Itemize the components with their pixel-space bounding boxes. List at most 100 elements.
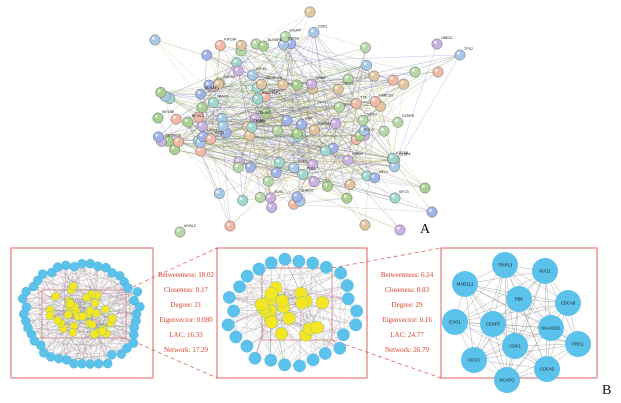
network-node [389, 192, 401, 204]
subnetwork-medium [221, 252, 364, 373]
hub-node [534, 356, 560, 382]
node-label: POLQ [364, 128, 374, 132]
node-label: PRC1 [165, 133, 175, 137]
peripheral-node [340, 279, 354, 292]
network-node [308, 26, 320, 38]
core-node [264, 315, 278, 329]
panel-label-b: B [602, 383, 612, 398]
network-node [266, 202, 278, 213]
hub-node [492, 252, 518, 278]
hub-node [502, 333, 528, 359]
peripheral-node [129, 330, 139, 340]
hub-node-label: CENPF [486, 322, 501, 327]
peripheral-node [264, 353, 278, 367]
network-node [213, 188, 225, 200]
stat-network: Network: 26.79 [385, 346, 429, 354]
node-label: CENPF [399, 152, 412, 156]
core-node [315, 295, 330, 310]
network-node [419, 182, 431, 194]
hub-node [461, 347, 487, 373]
core-node [274, 327, 289, 341]
hub-node-label: NCAPG [499, 378, 515, 383]
peripheral-node [128, 338, 139, 348]
network-node [149, 34, 161, 46]
peripheral-node [129, 295, 139, 306]
stat-degree: Degree: 21 [170, 301, 202, 309]
core-node [254, 297, 268, 312]
node-label: RRM2 [316, 76, 326, 80]
hub-node-label: KIF11 [539, 269, 551, 274]
peripheral-node [132, 286, 143, 297]
stat-lac: LAC: 24.77 [390, 331, 424, 339]
network-node [205, 133, 217, 145]
network-node [224, 220, 236, 232]
core-node [65, 299, 75, 309]
hub-node-label: MAD2L1 [457, 282, 474, 287]
network-node [246, 121, 258, 133]
stats-right: Betweenness: 6.24 Closeness: 0.83 Degree… [378, 268, 436, 358]
network-node [304, 6, 316, 18]
node-label: AURKA [223, 75, 236, 79]
network-node [273, 157, 285, 169]
network-node [342, 154, 354, 166]
network-node [237, 194, 249, 206]
stat-betweenness: Betweenness: 18.02 [158, 271, 214, 279]
subnetwork-large [17, 258, 145, 369]
network-node [369, 95, 381, 107]
stat-eigenvector: Eigenvector: 0.16 [382, 316, 432, 324]
peripheral-node [93, 261, 103, 272]
hub-node-label: CDC45 [540, 367, 555, 372]
core-node [282, 311, 296, 325]
peripheral-node [292, 254, 306, 268]
node-label: MELK [379, 170, 389, 174]
peripheral-node [319, 260, 333, 274]
node-label: MYBL2 [184, 224, 196, 228]
peripheral-node [21, 302, 32, 312]
hub-node-label: CDCA8 [561, 301, 576, 306]
node-label: NEURL1B [265, 76, 282, 80]
network-node [306, 78, 317, 90]
node-label: MYBL2 [192, 114, 204, 118]
node-label: KIF18B [396, 151, 409, 155]
stat-betweenness: Betweenness: 6.24 [380, 271, 434, 279]
peripheral-node [61, 355, 72, 365]
hub-node [452, 271, 478, 297]
stats-left: Betweenness: 18.02 Closeness: 0.17 Degre… [158, 268, 214, 358]
peripheral-node [278, 252, 292, 266]
node-label: SHMT2 [301, 189, 313, 193]
network-node [271, 124, 283, 136]
node-label: SGO2 [298, 160, 308, 164]
network-node [378, 125, 390, 137]
network-node [368, 70, 380, 82]
node-label: CDK1 [318, 24, 328, 28]
node-label: KIF20A [224, 37, 237, 41]
core-node [97, 327, 107, 336]
network-node [155, 86, 167, 98]
peripheral-node [334, 266, 348, 280]
network-node [332, 83, 344, 95]
panel-frame [216, 247, 368, 379]
network-node [387, 74, 399, 86]
network-node [152, 112, 164, 124]
peripheral-node [248, 351, 262, 365]
peripheral-node [349, 318, 363, 332]
core-node [53, 316, 63, 325]
network-node [174, 226, 186, 238]
hub-node [506, 286, 532, 312]
network-node [432, 66, 444, 78]
peripheral-node [240, 269, 254, 283]
node-label: DEPDC1 [269, 89, 284, 93]
core-node [68, 328, 78, 337]
node-label: EXO1 [256, 119, 266, 123]
core-node [310, 320, 324, 335]
hub-node [532, 258, 558, 284]
peripheral-node [221, 318, 235, 332]
network-node [398, 78, 410, 90]
core-node [264, 287, 278, 301]
peripheral-node [135, 301, 145, 312]
node-label: UBE2C [441, 36, 453, 40]
peripheral-node [293, 359, 306, 373]
network-node [208, 97, 219, 109]
peripheral-node [337, 328, 350, 342]
node-label: ZWINT [259, 111, 271, 115]
